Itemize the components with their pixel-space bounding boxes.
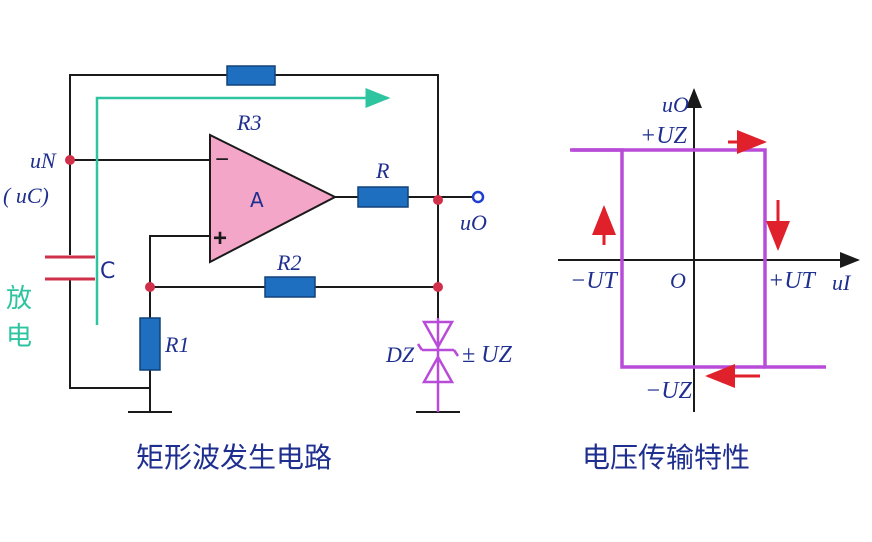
output-terminal — [471, 190, 485, 204]
resistor-r2 — [264, 276, 316, 298]
label-dz: DZ — [385, 342, 415, 367]
label-plus-ut: +UT — [768, 268, 817, 294]
opamp-minus: − — [215, 146, 229, 173]
opamp-triangle — [209, 133, 338, 264]
label-r: R — [375, 158, 390, 183]
label-r1: R1 — [164, 332, 189, 357]
resistor-r1 — [139, 317, 161, 371]
label-uo: uO — [460, 210, 487, 235]
label-pm-uz: ± UZ — [462, 342, 513, 368]
label-origin: O — [670, 268, 686, 293]
circuit-caption: 矩形波发生电路 — [136, 441, 332, 474]
circuit-wires — [69, 74, 475, 412]
hysteresis-curve — [570, 148, 826, 369]
zener-diode — [416, 318, 460, 412]
direction-arrows — [592, 130, 790, 388]
label-discharge-2: 电 — [6, 322, 32, 352]
label-r3: R3 — [236, 110, 261, 135]
transfer-caption: 电压传输特性 — [582, 441, 750, 474]
resistor-r — [357, 186, 409, 208]
resistor-r3 — [226, 65, 276, 86]
opamp-label: A — [250, 188, 264, 212]
transfer-axes — [558, 88, 860, 412]
capacitor-c — [45, 255, 95, 281]
label-un: uN — [30, 148, 57, 173]
discharge-path-arrow — [95, 88, 391, 325]
label-plus-uz: +UZ — [640, 123, 688, 149]
label-r2: R2 — [276, 250, 301, 275]
label-uc: ( uC) — [3, 183, 49, 208]
junction-nodes — [65, 155, 443, 292]
label-minus-uz: −UZ — [645, 378, 693, 404]
label-discharge-1: 放 — [6, 284, 32, 314]
label-c: C — [100, 259, 115, 284]
label-y-axis: uO — [662, 92, 689, 117]
label-x-axis: uI — [832, 270, 852, 295]
opamp-plus: + — [213, 225, 227, 252]
label-minus-ut: −UT — [570, 268, 619, 294]
